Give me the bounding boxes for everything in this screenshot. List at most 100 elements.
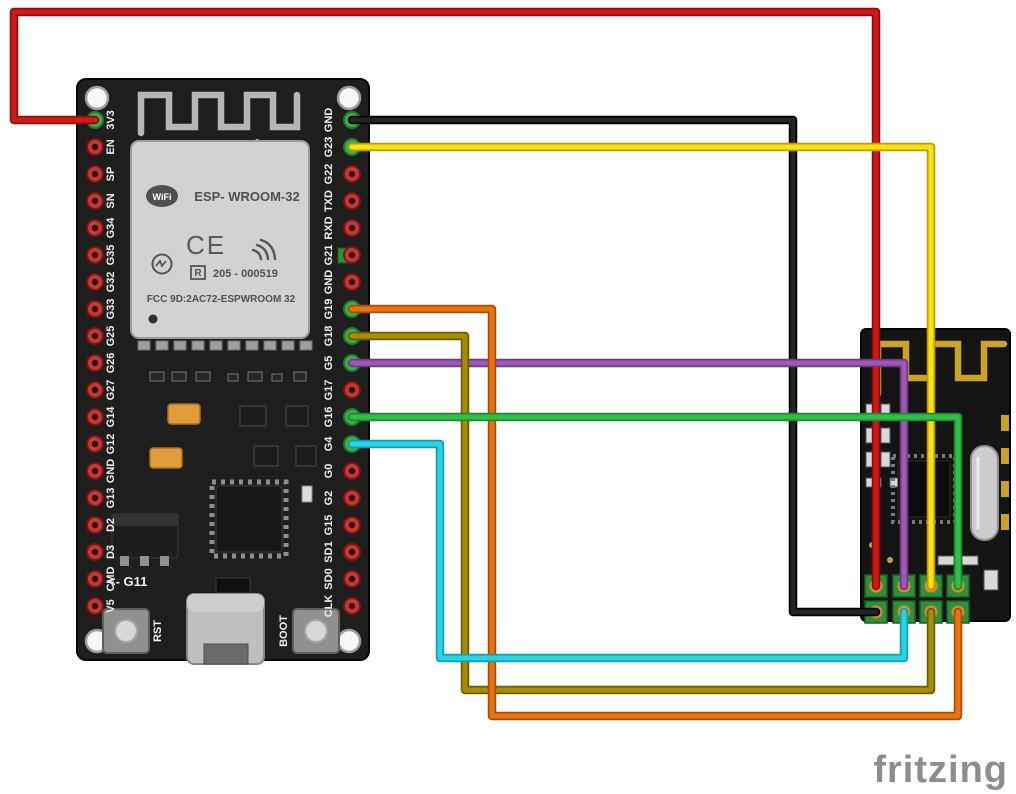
- mounting-hole: [336, 628, 362, 654]
- esp32-pin-label: G25: [105, 326, 117, 347]
- esp32-pin[interactable]: [343, 273, 361, 291]
- esp32-pin-label: G23: [323, 137, 335, 158]
- mounting-hole: [84, 85, 110, 111]
- esp32-pin[interactable]: [343, 246, 361, 264]
- esp32-pin-label: GND: [323, 270, 335, 295]
- esp32-pin-label: 3V3: [105, 110, 117, 130]
- esp32-pin[interactable]: [343, 597, 361, 615]
- esp32-pin-label: G14: [105, 406, 117, 428]
- esp32-pin[interactable]: [86, 543, 104, 561]
- esp32-pin[interactable]: [86, 327, 104, 345]
- esp32-right-pin-labels: GND G23 G22 TXD RXD G21 GND G19 G18 G5 G…: [323, 108, 335, 618]
- esp32-pin-label: G19: [323, 299, 335, 320]
- rst-label: RST: [152, 620, 164, 642]
- capacitor: [167, 403, 201, 425]
- wire-red[interactable]: [9, 7, 881, 591]
- esp32-pin[interactable]: [86, 354, 104, 372]
- wire-purple[interactable]: [347, 358, 909, 591]
- esp32-right-pins: [343, 111, 361, 615]
- transistor: [239, 405, 267, 427]
- esp32-pin-label: D3: [105, 545, 117, 559]
- esp32-pin[interactable]: [86, 408, 104, 426]
- mounting-hole: [336, 85, 362, 111]
- esp32-pin-label: G5: [323, 356, 335, 371]
- esp32-pin[interactable]: [86, 516, 104, 534]
- wire-green[interactable]: [347, 412, 963, 591]
- boot-button[interactable]: [292, 608, 340, 654]
- esp32-pin-label: CMD: [105, 566, 117, 591]
- esp32-pin[interactable]: [343, 489, 361, 507]
- fritzing-watermark: fritzing: [873, 749, 1008, 791]
- esp32-pin-label: D2: [105, 518, 117, 532]
- esp32-pin[interactable]: [343, 192, 361, 210]
- chip-pins: [209, 479, 289, 559]
- regulatory-r-box: [190, 265, 206, 280]
- esp32-pin-label: SD0: [323, 568, 335, 589]
- wifi-logo-label: WiFi: [153, 192, 172, 202]
- esp32-pin-label: G27: [105, 380, 117, 401]
- esp32-pin[interactable]: [343, 165, 361, 183]
- esp32-antenna-icon: [137, 91, 301, 137]
- module-name-label: ESP- WROOM-32: [194, 189, 299, 204]
- pin1-dot: [148, 314, 158, 324]
- esp32-pin[interactable]: [343, 543, 361, 561]
- usb-uart-chip: [215, 485, 283, 553]
- esp32-pin[interactable]: [86, 138, 104, 156]
- led: [301, 485, 313, 503]
- esp32-pin[interactable]: [86, 165, 104, 183]
- esp32-pin[interactable]: [86, 462, 104, 480]
- esp32-components: [111, 247, 354, 594]
- rst-button[interactable]: [102, 608, 150, 654]
- regulatory-r-label: R: [194, 268, 202, 279]
- esp32-pin-label: TXD: [323, 190, 335, 212]
- esp32-pin[interactable]: [343, 516, 361, 534]
- esp32-pin-label: SD1: [323, 541, 335, 562]
- esp32-pin[interactable]: [343, 570, 361, 588]
- esp32-pin-label: G33: [105, 299, 117, 320]
- smd-component: [215, 577, 251, 594]
- wire-orange[interactable]: [347, 304, 963, 721]
- esp32-pin-label: G32: [105, 272, 117, 293]
- esp32-pin-label: SP: [105, 167, 117, 182]
- esp32-pin-label: GND: [323, 108, 335, 133]
- esp32-pin-label: CLK: [323, 595, 335, 618]
- esp32-pin[interactable]: [86, 246, 104, 264]
- rf-waves-icon: [251, 238, 277, 261]
- transistor: [295, 445, 317, 467]
- esp32-board[interactable]: c WiFi ESP- WROOM-32 CE R 205 - 000519 F…: [76, 78, 370, 665]
- esp32-pin-label: G2: [323, 491, 335, 506]
- esp32-pin-label: RXD: [323, 216, 335, 239]
- esp32-pin[interactable]: [343, 219, 361, 237]
- wire-yellow[interactable]: [347, 142, 936, 591]
- esp32-pin-label: G22: [323, 164, 335, 185]
- nrf-ic-pins: [891, 454, 957, 524]
- esp-wroom-32-shield: WiFi ESP- WROOM-32 CE R 205 - 000519 FCC…: [130, 140, 310, 339]
- esp32-pin-label: G0: [323, 464, 335, 479]
- gpio11-note-label: <- G11: [108, 574, 147, 589]
- usb-connector[interactable]: [186, 593, 265, 665]
- esp32-pin[interactable]: [86, 192, 104, 210]
- wifi-logo-icon: [146, 185, 178, 207]
- esp32-pin[interactable]: [86, 219, 104, 237]
- esp32-pin-label: EN: [105, 139, 117, 154]
- esp32-pin[interactable]: [343, 381, 361, 399]
- capacitor: [149, 447, 183, 469]
- esp32-pin-label: G12: [105, 434, 117, 455]
- esp32-pin-label: GND: [105, 459, 117, 484]
- esp32-pin[interactable]: [86, 381, 104, 399]
- esp32-pin[interactable]: [86, 300, 104, 318]
- wire-dark-yellow[interactable]: [347, 331, 936, 695]
- transistor: [285, 405, 309, 427]
- esp32-pin-label: SN: [105, 193, 117, 208]
- esp32-pin[interactable]: [343, 462, 361, 480]
- esp32-pin[interactable]: [86, 489, 104, 507]
- esp32-left-pins: [86, 111, 104, 615]
- esp32-pin[interactable]: [86, 273, 104, 291]
- esp32-pin[interactable]: [86, 597, 104, 615]
- wire-cyan[interactable]: [347, 439, 909, 663]
- esp32-pin-label: G35: [105, 245, 117, 266]
- nrf24l01-module[interactable]: [860, 328, 1011, 624]
- esp32-pin[interactable]: [86, 570, 104, 588]
- esp32-pin[interactable]: [86, 435, 104, 453]
